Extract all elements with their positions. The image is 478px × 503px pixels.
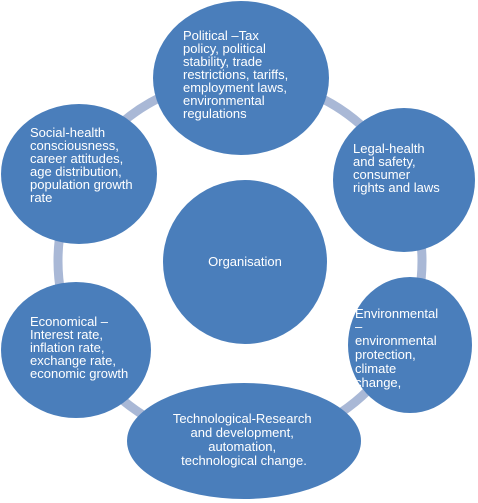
node-environmental-line: climate [355,361,396,376]
node-political-line: Political –Tax [183,28,259,43]
node-legal: Legal-health and safety, consumer rights… [333,108,475,252]
node-political-line: policy, political [183,41,266,56]
node-political-line: employment laws, [183,80,287,95]
node-social-text: Social-health consciousness, career atti… [30,125,136,205]
node-technological-circle [127,383,361,499]
node-political-line: restrictions, tariffs, [183,67,288,82]
node-political-text: Political –Tax policy, political stabili… [183,28,292,121]
node-environmental-circle [348,277,472,413]
node-social-line: age distribution, [30,164,122,179]
node-environmental-text: Environmental – environmental protection… [355,306,442,390]
node-political-line: environmental [183,93,265,108]
node-economical-circle [1,282,151,418]
node-economical-line: inflation rate, [30,340,104,355]
node-social-line: rate [30,190,52,205]
node-environmental-line: – [355,319,363,334]
node-environmental-line: environmental [355,333,437,348]
node-social-line: population growth [30,177,133,192]
node-technological-line: Technological-Research [173,411,312,426]
node-legal-line: Legal-health [353,141,425,156]
node-social: Social-health consciousness, career atti… [1,104,157,244]
node-economical-line: exchange rate, [30,353,116,368]
node-environmental: Environmental – environmental protection… [348,277,472,413]
node-legal-line: consumer [353,167,411,182]
node-technological-line: technological change. [181,453,307,468]
node-political-line: regulations [183,106,247,121]
node-social-line: career attitudes, [30,151,123,166]
node-legal-line: rights and laws [353,180,440,195]
node-social-circle [1,104,157,244]
node-legal-line: and safety, [353,154,416,169]
node-political-line: stability, trade [183,54,262,69]
node-social-line: consciousness, [30,138,119,153]
node-political-circle [153,1,329,155]
node-political: Political –Tax policy, political stabili… [153,1,329,155]
node-economical-line: economic growth [30,366,128,381]
node-economical-line: Interest rate, [30,327,103,342]
node-legal-text: Legal-health and safety, consumer rights… [353,141,440,195]
node-technological-line: and development, [191,425,294,440]
center-label: Organisation [208,254,282,269]
node-environmental-line: Environmental [355,306,438,321]
node-social-line: Social-health [30,125,105,140]
center-node: Organisation [163,180,327,344]
node-technological-text: Technological-Research and development, … [173,411,315,468]
node-technological: Technological-Research and development, … [127,383,361,499]
node-legal-circle [333,108,475,252]
node-technological-line: automation, [208,439,276,454]
node-environmental-line: protection, [355,347,416,362]
node-economical: Economical – Interest rate, inflation ra… [1,282,151,418]
node-economical-line: Economical – [30,314,109,329]
node-environmental-line: change, [355,375,401,390]
node-economical-text: Economical – Interest rate, inflation ra… [30,314,128,381]
center-circle [163,180,327,344]
